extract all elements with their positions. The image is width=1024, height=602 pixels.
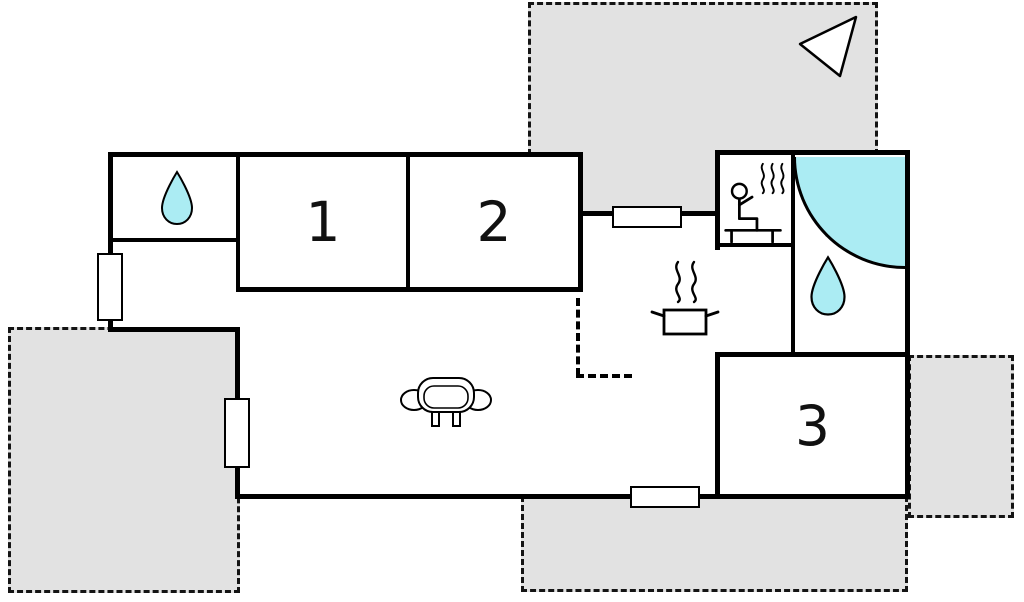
wall	[238, 287, 582, 292]
window	[630, 486, 700, 508]
window	[224, 398, 250, 468]
wall	[715, 243, 795, 247]
room-2-label: 2	[476, 190, 512, 254]
steaming-pot-icon	[650, 260, 720, 336]
terrace-top	[528, 2, 878, 155]
room-3-label: 3	[795, 393, 830, 458]
wall	[715, 150, 910, 155]
window	[612, 206, 682, 228]
terrace-left	[8, 327, 240, 593]
wall	[905, 150, 910, 499]
room-1-label: 1	[305, 190, 341, 254]
wall	[715, 352, 910, 357]
wall	[108, 152, 583, 157]
wall	[791, 152, 795, 357]
wall	[715, 352, 720, 499]
window	[97, 253, 123, 321]
wall	[110, 238, 238, 242]
wall	[108, 327, 240, 332]
wall	[236, 152, 240, 292]
sofa-icon	[400, 377, 492, 427]
water-drop-icon	[810, 255, 846, 316]
wall	[108, 152, 113, 332]
sauna-person-steam-icon	[724, 162, 785, 244]
water-drop-icon	[160, 170, 194, 226]
terrace-right	[908, 355, 1014, 518]
wall	[715, 150, 720, 250]
corner-shower-icon	[793, 157, 905, 269]
kitchen-counter-line	[576, 374, 632, 378]
wall	[406, 155, 410, 292]
terrace-top-recess	[583, 150, 715, 216]
terrace-bottom	[521, 496, 908, 592]
north-arrow-icon	[798, 15, 858, 78]
wall	[578, 152, 583, 292]
wall	[235, 494, 910, 499]
kitchen-counter-line	[576, 298, 580, 376]
